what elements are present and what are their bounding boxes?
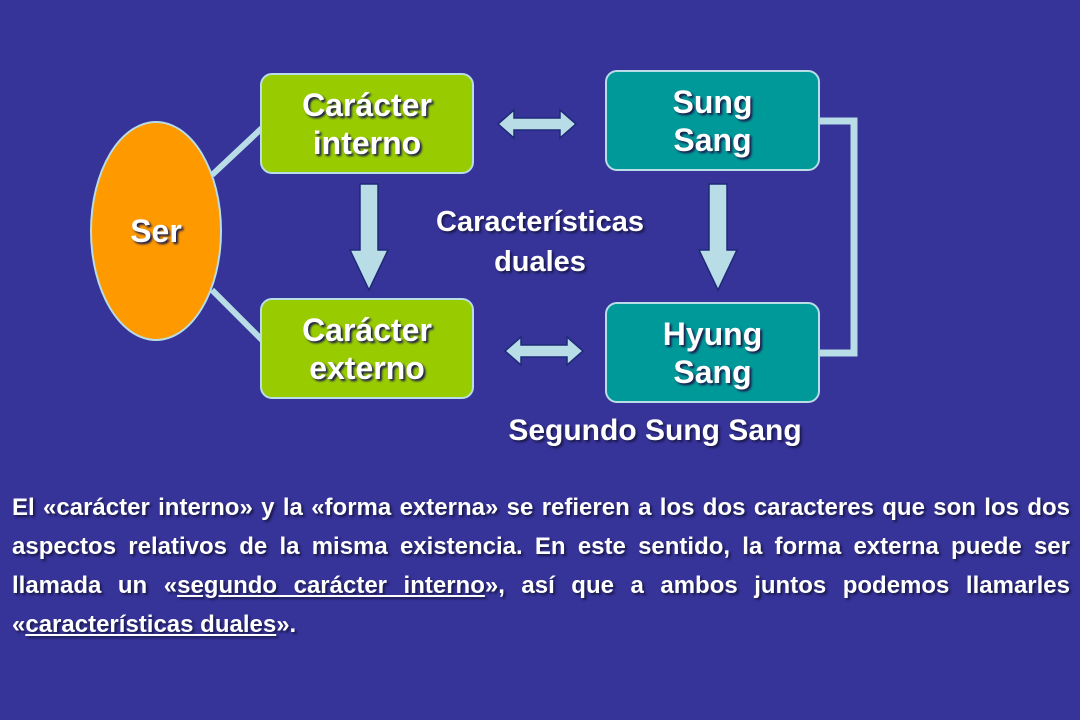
paragraph-underline-1: segundo carácter interno [177, 572, 485, 599]
sung-sang-line1: Sung [672, 83, 753, 120]
sung-sang-box: Sung Sang [605, 70, 820, 171]
double-arrow-bottom [503, 335, 585, 367]
caracteristicas-duales-line1: Características [436, 206, 644, 238]
paragraph-underline-2: características duales [25, 611, 277, 638]
connector-ser-interno [209, 125, 265, 178]
ser-label: Ser [130, 212, 182, 249]
sung-sang-line2: Sang [673, 121, 752, 158]
caracter-interno-line2: interno [312, 124, 422, 161]
down-arrow-left [348, 183, 390, 292]
paragraph-part-3: ». [276, 611, 297, 638]
hyung-sang-box: Hyung Sang [605, 302, 820, 403]
bracket-connector [818, 117, 858, 357]
hyung-sang-line1: Hyung [662, 315, 763, 352]
caracter-interno-line1: Carácter [302, 86, 432, 123]
caracter-externo-box: Carácter externo [260, 298, 474, 399]
connector-ser-externo [209, 287, 265, 343]
ser-ellipse: Ser [90, 121, 222, 341]
caracteristicas-duales-line2: duales [494, 246, 586, 278]
paragraph-part-2: », así que a ambos juntos podemos llamar… [12, 572, 1070, 638]
caracter-externo-line1: Carácter [302, 311, 432, 348]
caracteristicas-duales-label: Características duales [430, 202, 650, 282]
down-arrow-right [697, 183, 739, 292]
segundo-sung-sang-label: Segundo Sung Sang [508, 414, 802, 447]
paragraph-part-1: El «carácter interno» y la «forma extern… [12, 494, 1070, 599]
hyung-sang-line2: Sang [673, 353, 752, 390]
caracter-interno-box: Carácter interno [260, 73, 474, 174]
caracter-externo-line2: externo [309, 349, 425, 386]
explanation-paragraph: El «carácter interno» y la «forma extern… [12, 488, 1070, 644]
double-arrow-top [496, 108, 578, 140]
